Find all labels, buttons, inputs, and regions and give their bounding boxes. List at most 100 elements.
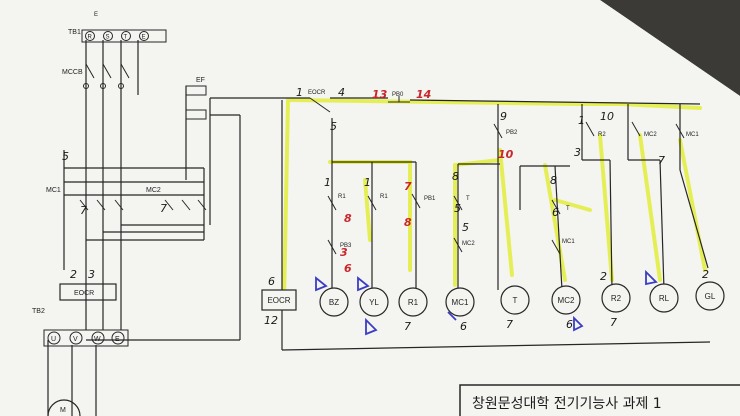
coil-rl-label: RL <box>659 294 670 303</box>
wire-number: 2 <box>600 270 607 283</box>
wire-number: 6 <box>566 318 573 331</box>
motor-symbol <box>47 399 81 416</box>
pb0-label: PB0 <box>392 92 404 98</box>
eocr-contact-label: EOCR <box>308 90 326 96</box>
wire-number: 1 <box>364 176 371 189</box>
coil-gl-label: GL <box>705 292 716 301</box>
motor-terminals <box>47 331 125 345</box>
coil-yl <box>359 287 389 317</box>
tb1-terminal-t: T <box>124 35 128 41</box>
mc1-power-label: MC1 <box>46 187 61 194</box>
coil-r1-label: R1 <box>408 298 419 307</box>
wire-number: 8 <box>550 174 557 187</box>
wire-number: 6 <box>268 275 275 288</box>
wire-number: 7 <box>658 154 665 167</box>
tb2-label: TB2 <box>32 308 45 315</box>
wire-number: 10 <box>600 110 614 123</box>
coil-r2-label: R2 <box>611 294 622 303</box>
terminal-e: E <box>115 336 120 343</box>
tb2-block <box>43 329 129 347</box>
coil-rl <box>649 283 679 313</box>
coil-bz <box>319 287 349 317</box>
r2-contact-label: R2 <box>598 132 606 138</box>
wire-number-red: 13 <box>372 88 388 101</box>
wire-number: 12 <box>264 314 278 327</box>
r1-contact-b-label: R1 <box>380 194 388 200</box>
wire-number: 7 <box>610 316 617 329</box>
coil-bz-label: BZ <box>329 298 339 307</box>
coil-t <box>500 285 530 315</box>
wire-number: 4 <box>338 86 345 99</box>
wire-number: 3 <box>88 268 95 281</box>
tb1-terminal-s: S <box>106 35 110 41</box>
wire-number-red: 10 <box>498 148 514 161</box>
pb1-label: PB1 <box>424 196 436 202</box>
blue-pen-marks <box>315 269 658 336</box>
wire-number: 5 <box>62 150 69 163</box>
mccb-switches <box>83 63 130 89</box>
drawing-title: 창원문성대학 전기기능사 과제 1 <box>472 396 662 412</box>
wire-number: 2 <box>702 268 709 281</box>
eocr-control-box <box>261 289 297 311</box>
coil-mc1-label: MC1 <box>452 298 469 307</box>
mc1-contact-b-label: MC1 <box>562 239 575 245</box>
wire-number: 1 <box>296 86 303 99</box>
eocr-contact <box>309 97 331 113</box>
terminal-v: V <box>73 336 78 343</box>
coil-mc1 <box>445 287 475 317</box>
pb3-label: PB3 <box>340 243 352 249</box>
wire-number: 1 <box>578 114 585 127</box>
motor-label: M <box>60 407 66 414</box>
mc1-contact-c-label: MC1 <box>686 132 699 138</box>
wire-number: 5 <box>330 120 337 133</box>
coil-r2 <box>601 283 631 313</box>
wire-number: 2 <box>70 268 77 281</box>
ef-ct-2 <box>185 109 207 120</box>
wire-number: 9 <box>500 110 507 123</box>
coil-mc2 <box>551 285 581 315</box>
coil-yl-label: YL <box>369 298 379 307</box>
wire-number-red: 3 <box>340 246 348 259</box>
wire-number: 7 <box>160 202 167 215</box>
wire-number: 5 <box>462 221 469 234</box>
wire-number-red: 7 <box>404 180 412 193</box>
mc2-power-label: MC2 <box>146 187 161 194</box>
wire-number: 7 <box>506 318 513 331</box>
wire-number: 7 <box>404 320 411 333</box>
t-contact-b-label: T <box>566 206 570 212</box>
terminal-w: W <box>94 336 101 343</box>
wire-number: 6 <box>460 320 467 333</box>
wire-number: 7 <box>80 204 87 217</box>
tb1-terminal-r: R <box>88 35 93 41</box>
wire-number: 1 <box>324 176 331 189</box>
coil-t-label: T <box>513 296 518 305</box>
tb1-terminal-e: E <box>142 35 146 41</box>
tb1-top-e-label: E <box>94 12 98 18</box>
wire-number: 3 <box>574 146 581 159</box>
eocr-control-label: EOCR <box>267 296 290 305</box>
control-wiring <box>281 97 711 351</box>
branch-contacts <box>327 121 685 255</box>
ef-ct-1 <box>185 85 207 96</box>
coil-mc2-label: MC2 <box>558 296 575 305</box>
ef-label: EF <box>196 77 205 84</box>
t-contact-a-label: T <box>466 196 470 202</box>
title-box <box>459 384 740 416</box>
wire-number-red: 8 <box>344 212 352 225</box>
wire-number-red: 6 <box>344 262 352 275</box>
wire-number-red: 14 <box>416 88 431 101</box>
wire-number: 8 <box>452 170 459 183</box>
wire-number-red: 8 <box>404 216 412 229</box>
terminal-u: U <box>51 336 56 343</box>
mc2-contact-c-label: MC2 <box>644 132 657 138</box>
coil-gl <box>695 281 725 311</box>
pb2-contact <box>493 123 503 139</box>
eocr-power-label: EOCR <box>74 290 94 297</box>
eocr-power-box <box>59 283 117 301</box>
tb1-label: TB1 <box>68 29 81 36</box>
mc2-contact-b-label: MC2 <box>462 241 475 247</box>
pb0-contact <box>388 96 410 103</box>
